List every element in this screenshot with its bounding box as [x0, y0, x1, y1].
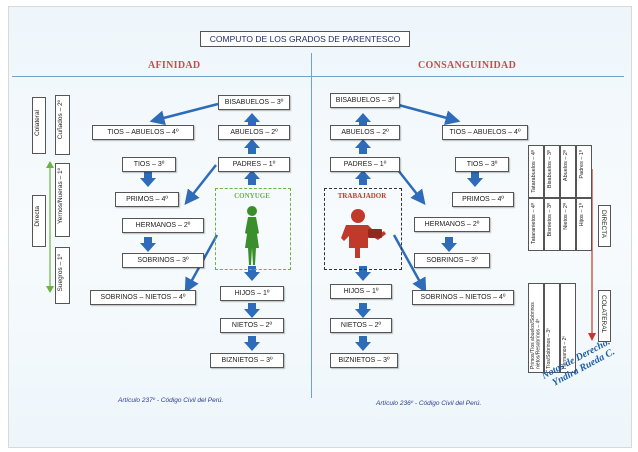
- direct-cell-label: Padres – 1º: [579, 150, 585, 179]
- spouse-label: CONYUGE: [234, 192, 270, 200]
- direct-cell-label: Hijos – 1º: [579, 203, 585, 227]
- right-abuelos-box: ABUELOS – 2º: [330, 125, 400, 140]
- direct-cell-label: Bisabuelos – 3º: [547, 150, 553, 189]
- right-hermanos-box: HERMANOS – 2º: [414, 217, 490, 232]
- direct-cell: Nietos – 2º: [560, 198, 576, 251]
- collateral-cell: Tíos/Sobrinos – 3º: [544, 283, 560, 373]
- left-colateral-label-box: Colateral: [32, 97, 46, 154]
- right-hijos-box: HIJOS – 1º: [330, 284, 392, 299]
- left-bisabuelos-box: BISABUELOS – 3º: [218, 95, 290, 110]
- spouse-frame: [215, 188, 291, 270]
- left-nietos-box: NIETOS – 2º: [220, 318, 284, 333]
- left-sobrinos-nietos-box: SOBRINOS – NIETOS – 4º: [90, 290, 196, 305]
- suegros-label: Suegros – 1º: [57, 254, 64, 292]
- left-abuelos-box: ABUELOS – 2º: [218, 125, 290, 140]
- right-bisabuelos-box: BISABUELOS – 3º: [330, 93, 400, 108]
- cunados-label-box: Cuñados – 2º: [55, 95, 70, 155]
- direct-cell: Bisabuelos – 3º: [544, 145, 560, 198]
- left-padres-box: PADRES – 1º: [218, 157, 290, 172]
- worker-frame: [324, 188, 402, 270]
- left-side-arrows: [46, 161, 54, 293]
- direct-cell-label: Tataranietos – 4º: [531, 203, 537, 245]
- direct-cell: Abuelos – 2º: [560, 145, 576, 198]
- collateral-cell: Primos/Tíos abuelos/Sobrinos nietos/Reso…: [528, 283, 544, 373]
- right-sobrinos-nietos-box: SOBRINOS – NIETOS – 4º: [412, 290, 514, 305]
- left-hermanos-box: HERMANOS – 2º: [122, 218, 204, 233]
- right-biznietos-box: BIZNIETOS – 3º: [330, 353, 398, 368]
- direct-cell: Tataranietos – 4º: [528, 198, 544, 251]
- right-padres-box: PADRES – 1º: [330, 157, 400, 172]
- worker-figure-icon: [341, 209, 386, 258]
- header-afinidad: AFINIDAD: [148, 60, 201, 71]
- left-tios-abuelos-box: TIOS – ABUELOS – 4º: [92, 125, 194, 140]
- suegros-label-box: Suegros – 1º: [55, 247, 70, 304]
- yernos-label-box: Yernos/Nueras – 1º: [55, 163, 70, 237]
- header-consanguinidad: CONSANGUINIDAD: [418, 60, 517, 71]
- right-colateral-label: COLATERAL: [600, 295, 607, 334]
- right-primos-box: PRIMOS – 4º: [452, 192, 514, 207]
- direct-cell-label: Nietos – 2º: [563, 203, 569, 230]
- direct-cell: Padres – 1º: [576, 145, 592, 198]
- spouse-figure-icon: [245, 206, 259, 265]
- cunados-label: Cuñados – 2º: [57, 100, 64, 140]
- worker-label: TRABAJADOR: [337, 192, 387, 200]
- direct-cell: Tatarabuelos – 4º: [528, 145, 544, 198]
- collateral-cell: Hermanos – 2º: [560, 283, 576, 373]
- diagram-title: COMPUTO DE LOS GRADOS DE PARENTESCO: [200, 31, 410, 47]
- right-tios-box: TIOS – 3º: [455, 157, 509, 172]
- direct-cell-label: Abuelos – 2º: [563, 150, 569, 182]
- direct-cell-label: Bisnietos – 3º: [547, 203, 553, 237]
- right-directa-label: DIRECTA: [600, 210, 607, 239]
- left-biznietos-box: BIZNIETOS – 3º: [210, 353, 284, 368]
- right-sobrinos-box: SOBRINOS – 3º: [414, 253, 490, 268]
- left-tios-box: TIOS – 3º: [122, 157, 176, 172]
- left-hijos-box: HIJOS – 1º: [220, 286, 284, 301]
- right-side-arrow: [588, 169, 596, 341]
- left-colateral-label: Colateral: [34, 110, 41, 137]
- center-divider: [311, 53, 312, 398]
- header-divider: [12, 76, 624, 77]
- right-tios-abuelos-box: TIOS – ABUELOS – 4º: [442, 125, 528, 140]
- direct-cell: Bisnietos – 3º: [544, 198, 560, 251]
- right-nietos-box: NIETOS – 2º: [330, 318, 392, 333]
- left-directa-label: Directa: [34, 206, 41, 227]
- direct-cell: Hijos – 1º: [576, 198, 592, 251]
- right-directa-label-box: DIRECTA: [598, 205, 611, 247]
- yernos-label: Yernos/Nueras – 1º: [57, 168, 64, 224]
- direct-cell-label: Tatarabuelos – 4º: [531, 150, 537, 193]
- footer-left-article: Artículo 237º - Código Civil del Perú.: [118, 397, 224, 404]
- right-colateral-label-box: COLATERAL: [598, 290, 611, 342]
- collateral-cell-label: Tíos/Sobrinos – 3º: [546, 327, 552, 369]
- left-sobrinos-box: SOBRINOS – 3º: [122, 253, 204, 268]
- collateral-cell-label: Primos/Tíos abuelos/Sobrinos nietos/Reso…: [530, 302, 542, 369]
- left-primos-box: PRIMOS – 4º: [115, 192, 179, 207]
- footer-right-article: Artículo 236º - Código Civil del Perú.: [376, 400, 482, 407]
- left-directa-label-box: Directa: [32, 195, 46, 247]
